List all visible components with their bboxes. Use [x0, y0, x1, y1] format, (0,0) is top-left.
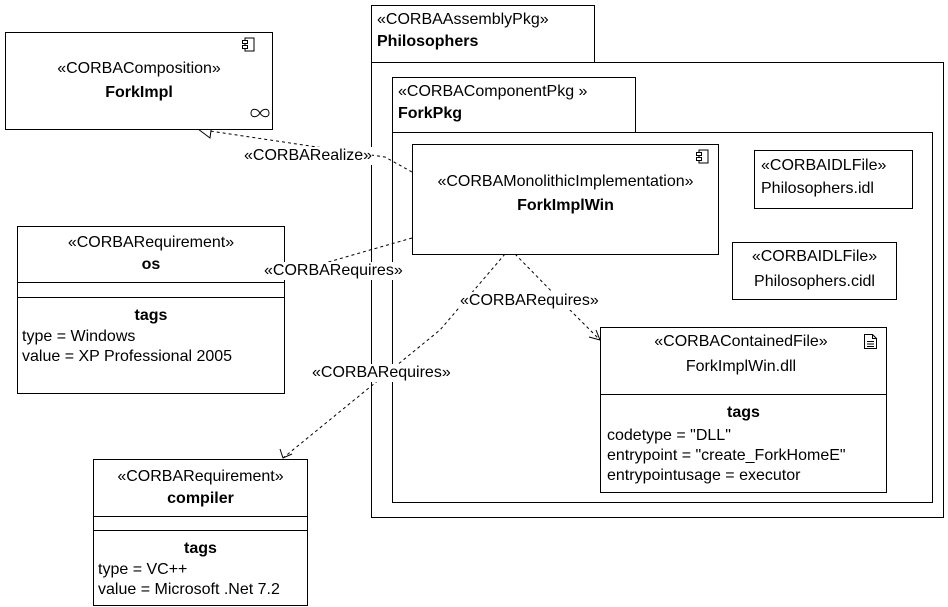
requirement-compiler[interactable]: «CORBARequirement» compiler tags type = …	[93, 459, 308, 606]
requirement-os-tag: value = XP Professional 2005	[22, 348, 233, 365]
requirement-compiler-tags-title: tags	[184, 540, 217, 557]
requirement-compiler-tag: type = VC++	[98, 561, 188, 578]
component-package-body[interactable]	[392, 132, 933, 503]
monolithic-stereotype: «CORBAMonolithicImplementation»	[437, 173, 694, 190]
idl-file-2-stereotype: «CORBAIDLFile»	[751, 248, 878, 265]
contained-file-tags-title: tags	[727, 404, 760, 421]
contained-file-forkimplwin-dll[interactable]: «CORBAContainedFile» ForkImplWin.dll tag…	[600, 327, 887, 493]
composition-stereotype: «CORBAComposition»	[57, 60, 221, 77]
monolithic-implementation[interactable]: «CORBAMonolithicImplementation» ForkImpl…	[412, 144, 719, 255]
requirement-os-divider	[18, 282, 284, 283]
assembly-package-body[interactable]	[371, 62, 944, 518]
idl-file-philosophers-cidl[interactable]: «CORBAIDLFile» Philosophers.cidl	[732, 242, 897, 300]
contained-file-name: ForkImplWin.dll	[685, 358, 797, 375]
requirement-os-tag: type = Windows	[22, 328, 136, 345]
assembly-package-stereotype: «CORBAAssemblyPkg»	[377, 11, 549, 28]
requires-file-line[interactable]	[514, 253, 601, 341]
idl-file-2-name: Philosophers.cidl	[754, 273, 875, 290]
requirement-os-divider	[18, 297, 284, 298]
composition-forkimpl[interactable]: «CORBAComposition» ForkImpl	[5, 32, 273, 130]
requires-compiler-arrowhead	[279, 448, 293, 459]
contained-file-tag: entrypoint = "create_ForkHomeE"	[607, 447, 846, 464]
contained-file-tag: codetype = "DLL"	[607, 427, 731, 444]
infinity-icon	[250, 108, 270, 118]
requires-file-label: «CORBARequires»	[460, 292, 599, 310]
requirement-os-tags-title: tags	[134, 307, 168, 324]
realize-label: «CORBARealize»	[244, 147, 373, 165]
idl-file-1-name: Philosophers.idl	[761, 180, 874, 197]
idl-file-1-stereotype: «CORBAIDLFile»	[761, 157, 887, 174]
component-icon	[696, 149, 709, 164]
monolithic-name: ForkImplWin	[517, 197, 614, 214]
idl-file-philosophers-idl[interactable]: «CORBAIDLFile» Philosophers.idl	[754, 150, 913, 209]
contained-file-stereotype: «CORBAContainedFile»	[654, 333, 828, 350]
requirement-compiler-name: compiler	[167, 490, 234, 507]
requirement-os-name: os	[141, 256, 161, 273]
component-icon	[242, 37, 255, 52]
requires-compiler-label: «CORBARequires»	[312, 364, 451, 382]
document-icon	[864, 334, 877, 349]
requires-compiler-line[interactable]	[282, 253, 506, 459]
requirement-os[interactable]: «CORBARequirement» os tags type = Window…	[17, 226, 285, 394]
composition-name: ForkImpl	[105, 84, 173, 101]
component-package-name: ForkPkg	[398, 105, 463, 122]
requires-os-label: «CORBARequires»	[264, 262, 403, 280]
requirement-compiler-divider	[94, 516, 307, 517]
component-package-stereotype: «CORBAComponentPkg »	[398, 83, 588, 100]
requirement-os-stereotype: «CORBARequirement»	[67, 234, 235, 251]
requirement-compiler-divider	[94, 530, 307, 531]
contained-file-tag: entrypointusage = executor	[607, 467, 801, 484]
requirement-compiler-tag: value = Microsoft .Net 7.2	[98, 581, 280, 598]
contained-file-divider	[601, 394, 886, 395]
assembly-package-name: Philosophers	[377, 33, 479, 50]
requirement-compiler-stereotype: «CORBARequirement»	[117, 468, 284, 485]
